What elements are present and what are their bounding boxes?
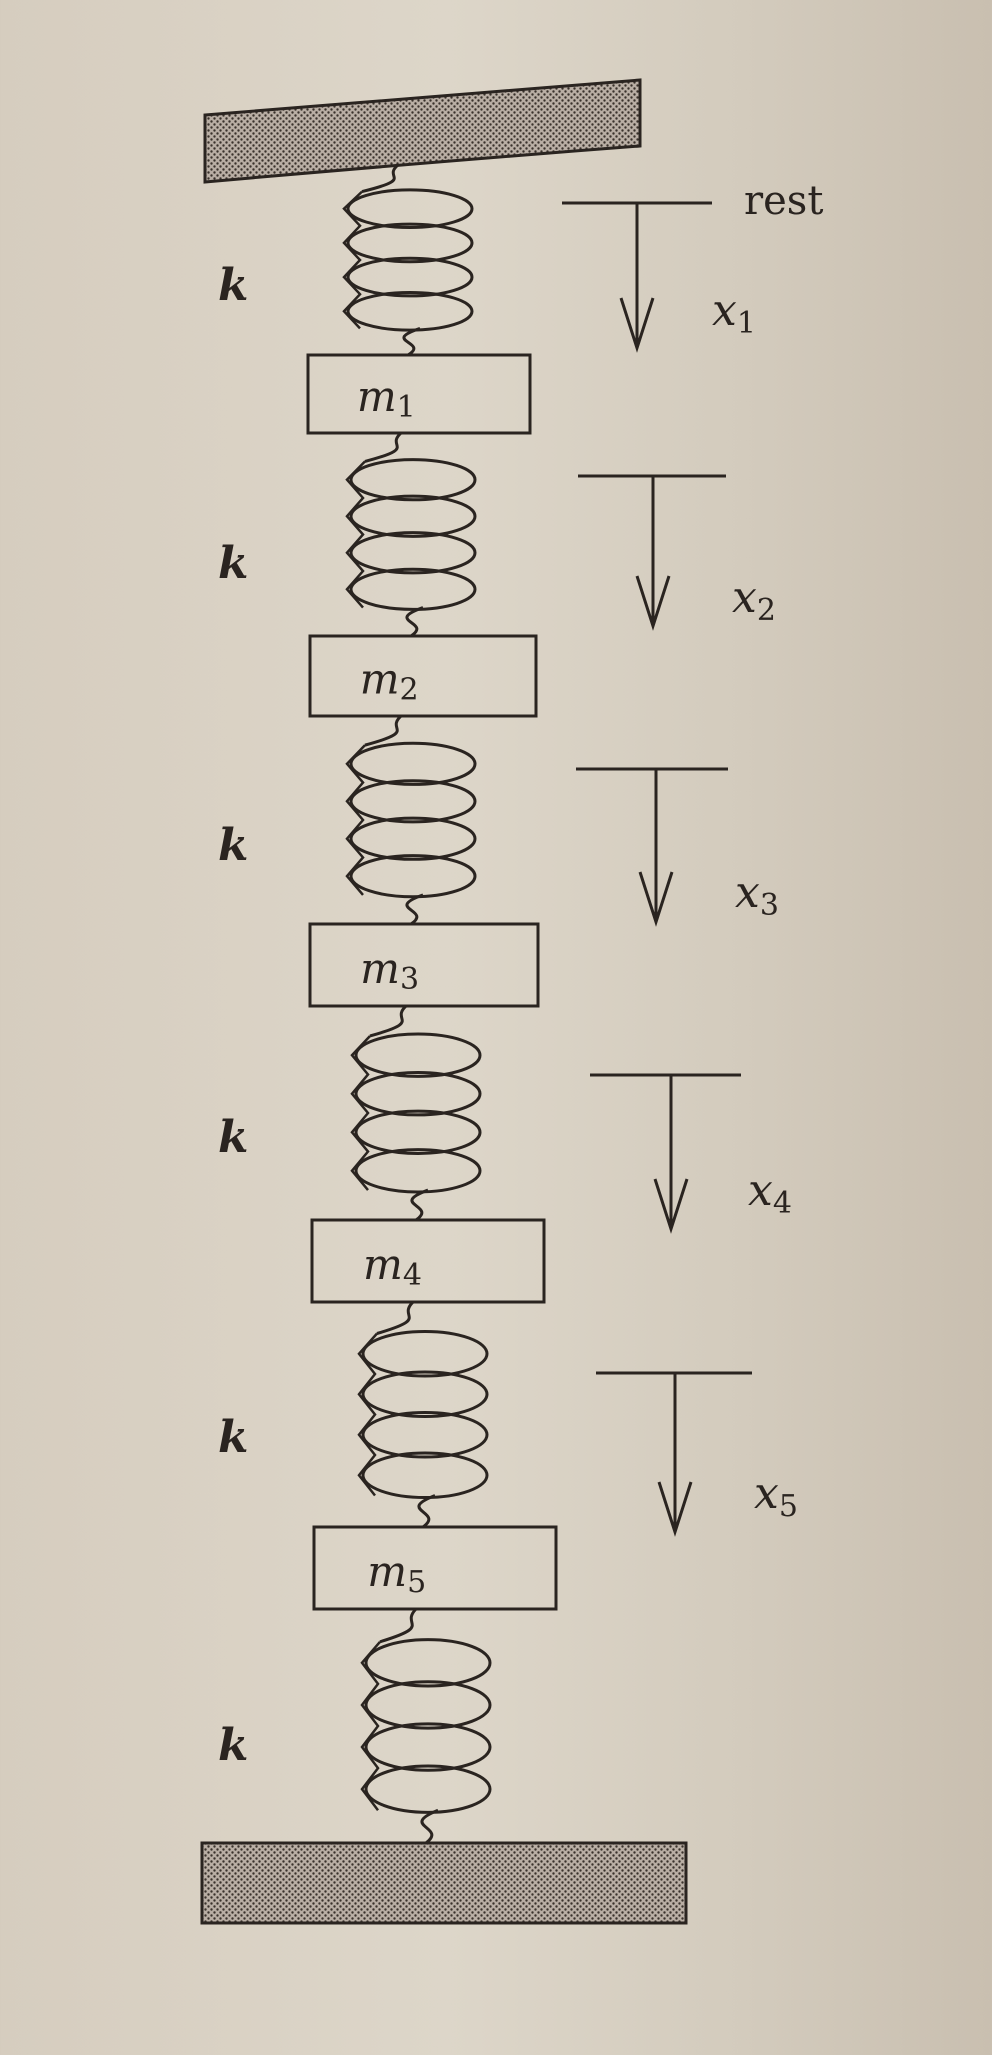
mass-label-2: m2	[360, 655, 419, 708]
spring-3	[345, 714, 477, 926]
mass-1: m1	[306, 353, 532, 435]
displacement-label-2: x2	[732, 572, 776, 628]
mass-4: m4	[310, 1218, 546, 1304]
displacement-arrow-2: x2	[578, 474, 776, 631]
spring-1	[342, 163, 474, 357]
spring-5	[357, 1300, 489, 1529]
displacement-label-4: x4	[748, 1165, 792, 1221]
mass-label-3: m3	[360, 944, 419, 997]
spring-constant-label-4: k	[218, 1112, 249, 1163]
mass-label-4: m4	[363, 1240, 422, 1293]
spring-6	[360, 1607, 492, 1845]
mass-label-1: m1	[357, 372, 416, 425]
displacement-label-1: x1	[712, 285, 756, 341]
spring-4	[350, 1004, 482, 1222]
spring-constant-label-1: k	[218, 260, 249, 311]
mass-3: m3	[308, 922, 540, 1008]
spring-constant-label-5: k	[218, 1412, 249, 1463]
mass-label-5: m5	[367, 1547, 426, 1600]
bottom-support	[200, 1841, 688, 1925]
top-support	[203, 78, 642, 184]
mass-2: m2	[308, 634, 538, 718]
spring-constant-label-3: k	[218, 820, 249, 871]
displacement-arrow-4: x4	[590, 1073, 792, 1234]
displacement-arrow-5: x5	[596, 1371, 798, 1537]
displacement-arrow-3: x3	[576, 767, 779, 927]
mass-5: m5	[312, 1525, 558, 1611]
spring-constant-label-6: k	[218, 1720, 249, 1771]
displacement-arrow-1: x1	[562, 201, 756, 353]
displacement-label-5: x5	[754, 1468, 798, 1524]
displacement-label-3: x3	[735, 867, 779, 923]
rest-label: rest	[744, 178, 823, 224]
spring-2	[345, 431, 477, 638]
spring-constant-label-2: k	[218, 538, 249, 589]
